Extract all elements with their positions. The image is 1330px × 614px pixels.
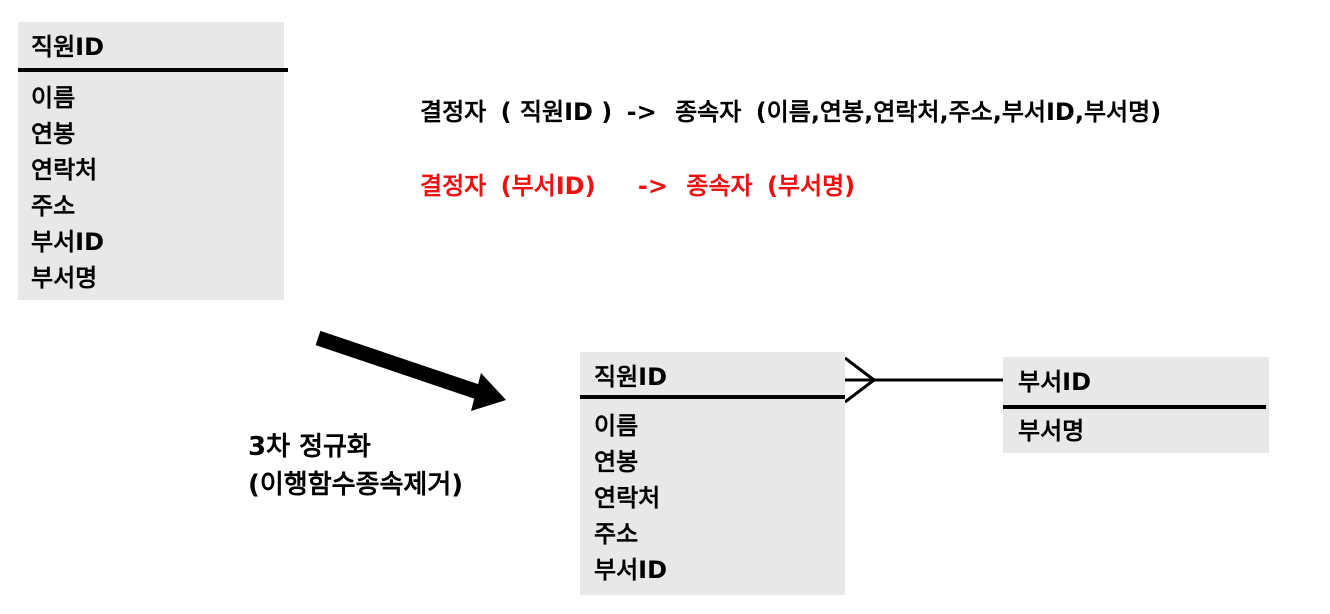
department-table-divider xyxy=(1003,405,1266,409)
department-table-attributes: 부서명 xyxy=(1018,413,1269,449)
attribute: 연봉 xyxy=(31,120,76,148)
attribute: 부서명 xyxy=(1018,417,1085,445)
crows-foot-relationship xyxy=(844,356,1003,404)
attribute: 이름 xyxy=(31,84,76,112)
dependency-primary: 결정자 ( 직원ID ) -> 종속자 (이름,연봉,연락처,주소,부서ID,부… xyxy=(420,92,1161,127)
step-subtitle: (이행함수종속제거) xyxy=(248,470,464,500)
original-table-attributes: 이름 연봉 연락처 주소 부서ID 부서명 xyxy=(31,80,284,296)
determinant: ( 직원ID ) xyxy=(500,98,613,126)
dependency-transitive: 결정자 (부서ID) -> 종속자 (부서명) xyxy=(420,166,855,201)
dependent-label: 종속자 xyxy=(686,172,753,200)
dependency-arrow: -> xyxy=(637,172,668,200)
attribute: 연봉 xyxy=(594,448,639,476)
transform-arrow-icon xyxy=(315,330,506,411)
step-title: 3차 정규화 xyxy=(248,432,371,462)
dependent: (부서명) xyxy=(766,172,856,200)
dependency-arrow: -> xyxy=(626,98,657,126)
attribute: 부서ID xyxy=(31,228,105,256)
dependent: (이름,연봉,연락처,주소,부서ID,부서명) xyxy=(755,98,1162,126)
original-table-divider xyxy=(18,68,288,72)
original-table-pk: 직원ID xyxy=(31,33,105,61)
determinant-label: 결정자 xyxy=(420,98,487,126)
attribute: 주소 xyxy=(31,192,76,220)
determinant-label: 결정자 xyxy=(420,172,487,200)
attribute: 부서명 xyxy=(31,264,98,292)
employee-table: 직원ID 이름 연봉 연락처 주소 부서ID xyxy=(580,352,845,595)
department-table: 부서ID 부서명 xyxy=(1003,357,1269,453)
attribute: 이름 xyxy=(594,412,639,440)
original-table: 직원ID 이름 연봉 연락처 주소 부서ID 부서명 xyxy=(18,22,288,300)
employee-table-divider xyxy=(580,395,845,399)
attribute: 주소 xyxy=(594,520,639,548)
department-table-pk: 부서ID xyxy=(1018,368,1092,396)
employee-table-attributes: 이름 연봉 연락처 주소 부서ID xyxy=(594,408,845,588)
dependent-label: 종속자 xyxy=(675,98,742,126)
attribute: 부서ID xyxy=(594,556,668,584)
employee-table-pk: 직원ID xyxy=(594,363,668,391)
determinant: (부서ID) xyxy=(500,172,596,200)
normalization-step-label: 3차 정규화 (이행함수종속제거) xyxy=(248,428,463,504)
attribute: 연락처 xyxy=(594,484,661,512)
attribute: 연락처 xyxy=(31,156,98,184)
